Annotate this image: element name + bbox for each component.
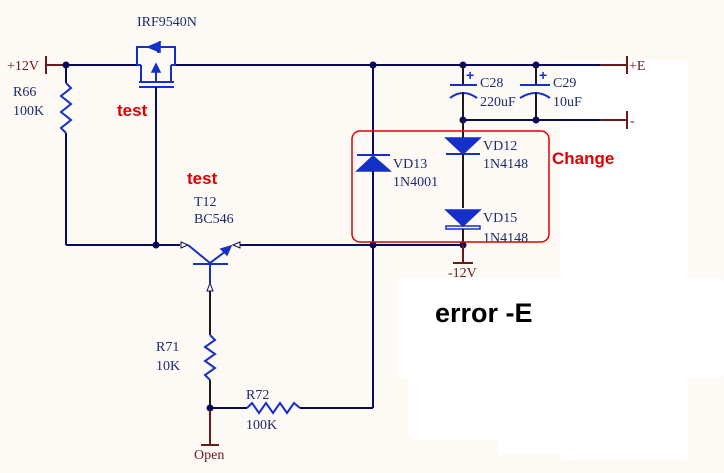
diode-vd15: VD15 1N4148 [444,209,528,246]
r71-value: 10K [156,359,180,374]
transistor-t12: test T12 BC546 [180,169,241,292]
test-annotation-mosfet: test [117,101,148,120]
diode-vd13: VD13 1N4001 [355,65,438,245]
vd12-part: 1N4148 [483,157,528,172]
mosfet-part-label: IRF9540N [137,15,197,30]
t12-ref: T12 [194,195,217,210]
minus-label: - [630,114,635,129]
error-annotation: error -E [435,298,533,328]
c29-ref: C29 [553,76,576,91]
r66-value: 100K [13,104,44,119]
test-annotation-transistor: test [187,169,218,188]
open-label: Open [194,448,224,463]
error-box [398,278,724,378]
change-highlight-box [351,130,550,243]
mosfet-irf9540n: IRF9540N [136,15,197,88]
port-minus12v: -12V [448,245,477,281]
vd15-ref: VD15 [483,211,517,226]
t12-part: BC546 [194,212,234,227]
port-open: Open [194,410,224,463]
vd13-ref: VD13 [393,157,427,172]
svg-text:+: + [539,67,547,83]
resistor-r66: R66 100K [13,65,73,245]
junction [532,116,540,124]
minus12v-label: -12V [448,266,477,281]
resistor-r72: R72 100K [210,245,374,433]
plus12v-label: +12V [7,59,39,74]
r66-ref: R66 [13,85,36,100]
erase-patch-lower2 [497,370,687,455]
diode-vd12: VD12 1N4148 [444,120,528,208]
svg-text:+: + [466,67,474,83]
r72-value: 100K [246,418,277,433]
junction [152,241,160,249]
capacitor-c29: + C29 10uF [519,65,582,120]
vd13-part: 1N4001 [393,175,438,190]
plus-e-label: +E [629,59,645,74]
c28-value: 220uF [480,95,516,110]
change-annotation: Change [552,149,614,168]
r71-ref: R71 [156,340,179,355]
capacitor-c28: + C28 220uF [449,65,516,120]
port-plus12v: +12V [7,56,66,74]
resistor-r71: R71 10K [156,291,217,408]
c29-value: 10uF [553,95,582,110]
r72-ref: R72 [246,388,269,403]
vd12-ref: VD12 [483,139,517,154]
c28-ref: C28 [480,76,503,91]
vd15-part: 1N4148 [483,231,528,246]
